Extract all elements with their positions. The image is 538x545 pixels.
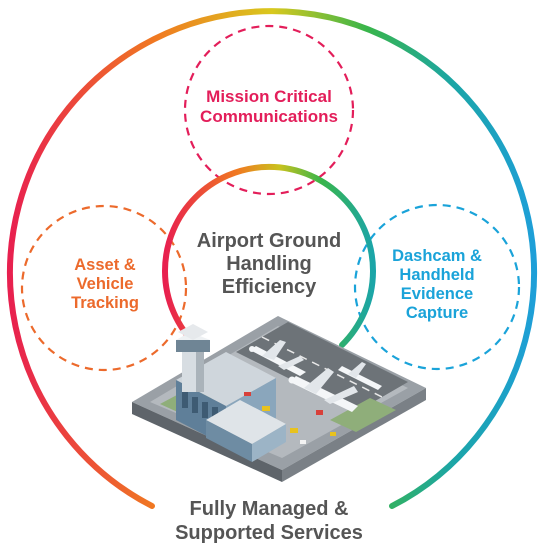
asset-tracking-label: Asset & Vehicle Tracking [45,256,165,313]
dashcam-line-4: Capture [405,303,469,322]
center-line-2: Handling [226,253,312,275]
mission-critical-label: Mission Critical Communications [169,87,369,126]
center-line-1: Airport Ground [196,230,342,252]
dashcam-line-3: Evidence [400,284,474,303]
mission-line-1: Mission Critical [206,87,332,106]
asset-circle [20,204,188,372]
airport-illustration-icon [132,316,426,482]
outer-ring [7,8,537,509]
plane-3-icon [338,362,382,390]
airport-efficiency-label: Airport Ground Handling Efficiency [169,230,369,299]
dashcam-capture-label: Dashcam & Handheld Evidence Capture [367,247,507,323]
outer-line-2: Supported Services [175,522,363,544]
asset-line-2: Vehicle [76,274,134,293]
mission-line-2: Communications [200,106,338,126]
asset-line-3: Tracking [71,293,139,312]
mission-circle [183,24,355,196]
plane-1-icon [249,340,306,376]
center-line-3: Efficiency [221,276,317,298]
center-ring [162,163,376,348]
dashcam-circle [353,203,521,371]
outer-line-1: Fully Managed & [189,498,349,520]
dashcam-line-2: Handheld [399,265,475,284]
asset-line-1: Asset & [74,256,136,274]
managed-services-label: Fully Managed & Supported Services [119,497,419,545]
plane-2-icon [288,368,358,412]
dashcam-line-1: Dashcam & [392,247,482,265]
